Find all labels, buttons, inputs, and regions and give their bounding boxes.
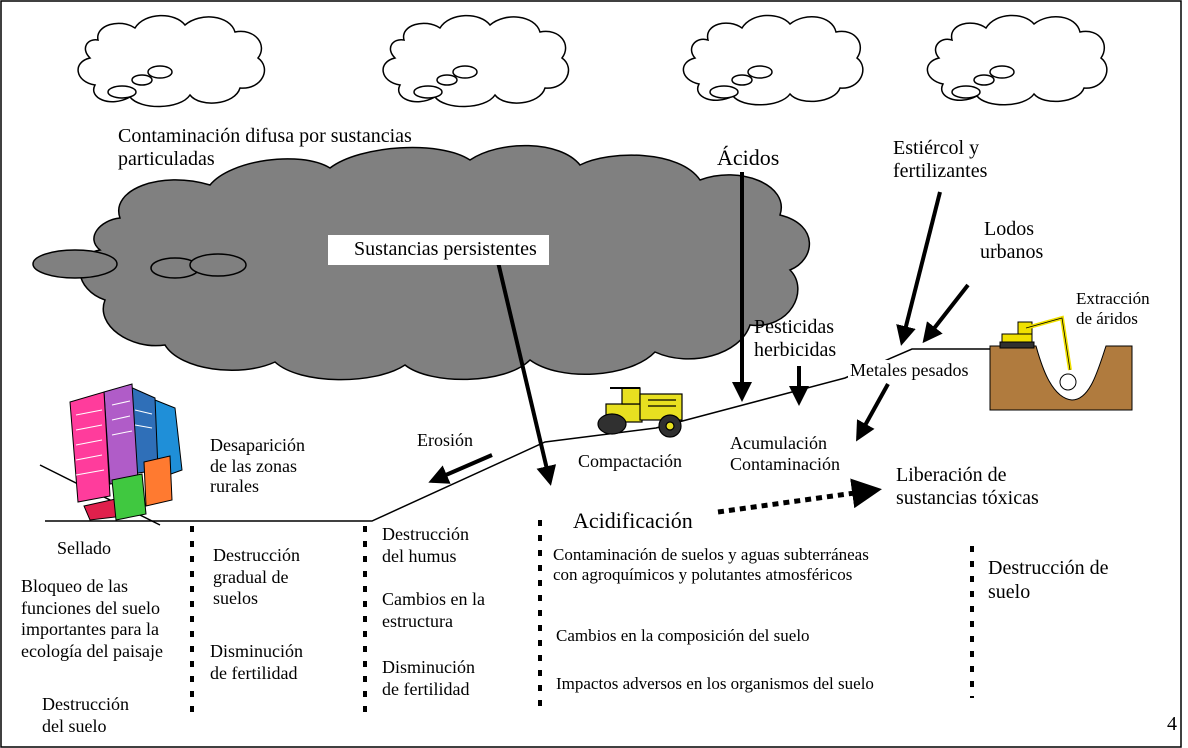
acidificacion-label: Acidificación bbox=[573, 508, 693, 533]
col-rural-disminucion: Disminución de fertilidad bbox=[210, 641, 303, 684]
col-sellado-destruccion-line-1: Destrucción bbox=[42, 694, 129, 714]
desaparicion-line-3: rurales bbox=[210, 476, 259, 497]
desaparicion-line-2: de las zonas bbox=[210, 455, 297, 476]
col-sellado-bloqueo-line-3: importantes para la bbox=[21, 619, 159, 640]
erosion-label: Erosión bbox=[417, 430, 473, 450]
arrow-liberacion-dotted bbox=[717, 478, 882, 515]
buildings-illustration bbox=[69, 383, 183, 521]
col-sellado-bloqueo-line-2: funciones del suelo bbox=[21, 597, 160, 618]
estiercol-line-2: fertilizantes bbox=[893, 160, 988, 182]
ground-line bbox=[45, 348, 990, 522]
excavator-illustration bbox=[989, 315, 1133, 411]
small-cloud-3 bbox=[682, 14, 864, 106]
liberacion-line-2: sustancias tóxicas bbox=[896, 487, 1039, 509]
col-rural-destruccion-line-3: suelos bbox=[213, 588, 258, 609]
lodos-label: Lodos urbanos bbox=[980, 218, 1043, 264]
col-acid-contaminacion: Contaminación de suelos y aguas subterrá… bbox=[553, 545, 869, 586]
col-erosion-cambios-line-2: estructura bbox=[382, 610, 453, 631]
big-cloud-puffs bbox=[32, 249, 247, 279]
estiercol-line-1: Estiércol y bbox=[893, 137, 980, 159]
small-cloud-4 bbox=[926, 14, 1108, 106]
col-erosion-humus-line-1: Destrucción bbox=[382, 524, 469, 544]
col-erosion-humus-line-2: del humus bbox=[382, 545, 457, 566]
col-toxicas-destruccion-line-2: suelo bbox=[988, 581, 1031, 603]
estiercol-label: Estiércol y fertilizantes bbox=[893, 137, 987, 183]
col-rural-disminucion-line-2: de fertilidad bbox=[210, 662, 298, 683]
lodos-line-1: Lodos bbox=[984, 218, 1034, 240]
col-acid-impactos: Impactos adversos en los organismos del … bbox=[556, 674, 874, 693]
acidos-label: Ácidos bbox=[717, 145, 780, 170]
col-acid-contaminacion-line-1: Contaminación de suelos y aguas subterrá… bbox=[553, 545, 869, 564]
small-cloud-2 bbox=[382, 14, 570, 108]
col-acid-cambios: Cambios en la composición del suelo bbox=[556, 626, 810, 645]
cloud-difusa-line-1: Contaminación difusa por sustancias bbox=[118, 125, 412, 147]
liberacion-label: Liberación de sustancias tóxicas bbox=[896, 464, 1039, 510]
col-erosion-disminucion-line-1: Disminución bbox=[382, 657, 475, 677]
col-rural-disminucion-line-1: Disminución bbox=[210, 641, 303, 661]
col-rural-destruccion-line-2: gradual de bbox=[213, 566, 289, 587]
desaparicion-line-1: Desaparición bbox=[210, 435, 305, 455]
col-toxicas-destruccion-line-1: Destrucción de bbox=[988, 557, 1109, 579]
col-erosion-humus: Destrucción del humus bbox=[382, 524, 469, 567]
col-erosion-cambios: Cambios en la estructura bbox=[382, 589, 485, 632]
arrow-metales bbox=[856, 383, 890, 442]
col-erosion-disminucion-line-2: de fertilidad bbox=[382, 678, 470, 699]
col-sellado-bloqueo: Bloqueo de las funciones del suelo impor… bbox=[21, 576, 163, 662]
pesticidas-label: Pesticidas herbicidas bbox=[754, 316, 836, 362]
arrow-erosion bbox=[428, 453, 493, 484]
small-cloud-1 bbox=[77, 14, 266, 108]
extraccion-line-1: Extracción bbox=[1076, 289, 1150, 308]
col-rural-destruccion-line-1: Destrucción bbox=[213, 545, 300, 565]
compactacion-label: Compactación bbox=[578, 451, 682, 471]
arrow-estiercol bbox=[896, 191, 942, 346]
arrows bbox=[428, 172, 970, 486]
desaparicion-label: Desaparición de las zonas rurales bbox=[210, 435, 305, 497]
extraccion-line-2: de áridos bbox=[1076, 308, 1138, 328]
col-sellado-title: Sellado bbox=[57, 538, 111, 558]
col-erosion-cambios-line-1: Cambios en la bbox=[382, 589, 485, 609]
cloud-difusa-line-2: particuladas bbox=[118, 148, 215, 170]
liberacion-line-1: Liberación de bbox=[896, 464, 1007, 486]
col-sellado-destruccion: Destrucción del suelo bbox=[42, 694, 129, 737]
road-roller-illustration bbox=[597, 387, 683, 438]
page-number: 4 bbox=[1167, 713, 1177, 735]
col-sellado-bloqueo-line-1: Bloqueo de las bbox=[21, 576, 128, 596]
col-acid-contaminacion-line-2: con agroquímicos y polutantes atmosféric… bbox=[553, 565, 853, 585]
col-toxicas-destruccion: Destrucción de suelo bbox=[988, 556, 1109, 604]
pesticidas-line-1: Pesticidas bbox=[754, 316, 834, 338]
arrow-lodos bbox=[922, 283, 970, 344]
col-erosion-disminucion: Disminución de fertilidad bbox=[382, 657, 475, 700]
col-rural-destruccion: Destrucción gradual de suelos bbox=[213, 545, 300, 610]
metales-label: Metales pesados bbox=[848, 360, 971, 381]
extraccion-label: Extracción de áridos bbox=[1076, 289, 1150, 328]
column-separators bbox=[190, 520, 974, 712]
persistentes-label: Sustancias persistentes bbox=[328, 235, 549, 265]
cloud-difusa-label: Contaminación difusa por sustancias part… bbox=[118, 125, 412, 171]
acumulacion-label: Acumulación Contaminación bbox=[730, 433, 840, 474]
arrow-persistentes bbox=[496, 261, 557, 486]
acumulacion-line-2: Contaminación bbox=[730, 453, 840, 474]
col-sellado-destruccion-line-2: del suelo bbox=[42, 715, 107, 736]
pesticidas-line-2: herbicidas bbox=[754, 339, 837, 361]
col-sellado-bloqueo-line-4: ecología del paisaje bbox=[21, 640, 163, 661]
acumulacion-line-1: Acumulación bbox=[730, 433, 827, 453]
lodos-line-2: urbanos bbox=[980, 241, 1044, 263]
